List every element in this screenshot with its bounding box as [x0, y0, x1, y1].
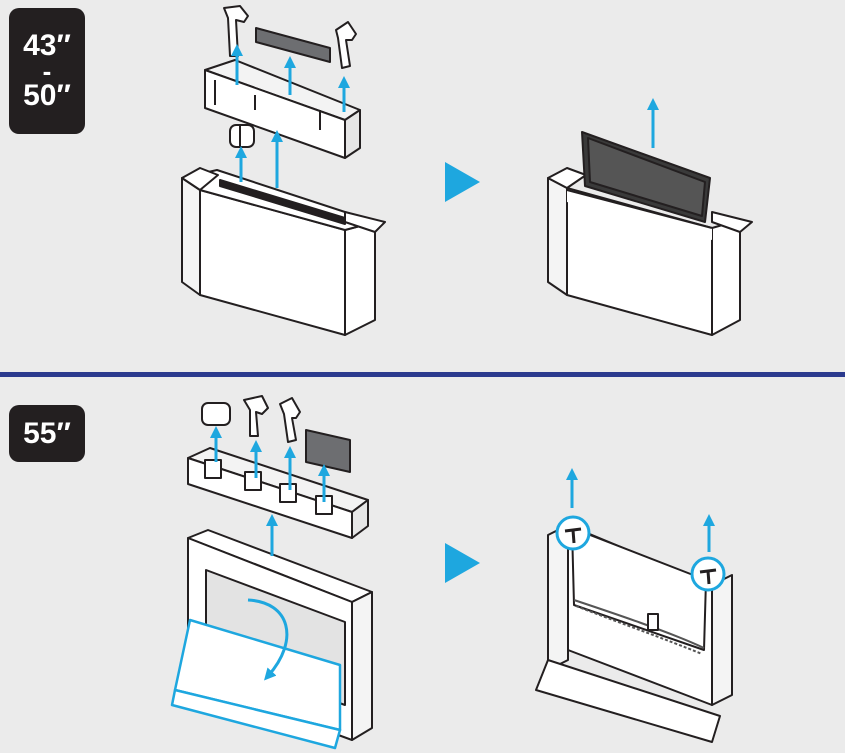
- section-divider: [0, 372, 845, 377]
- step-lift-tv-by-stands: [535, 524, 733, 743]
- stand-bar: [305, 429, 351, 473]
- lift-arrows-bottom: [210, 426, 330, 681]
- parts-row: [201, 395, 351, 473]
- stand-bar: [255, 27, 331, 63]
- step-lift-tv: [547, 131, 753, 336]
- accessory-cylinder: [229, 124, 255, 148]
- next-step-triangle-icon: [445, 543, 480, 583]
- tv-screen: [581, 131, 711, 223]
- badge-line: -: [42, 55, 52, 86]
- stand-left: [223, 5, 249, 57]
- size-badge-55: 55″: [9, 405, 85, 462]
- foam-insert: [204, 59, 361, 159]
- accessory-cylinder: [201, 402, 231, 426]
- front-flap: [170, 618, 342, 750]
- curved-arrow-icon: [247, 598, 289, 681]
- stand-right: [335, 21, 357, 69]
- next-step-triangle-icon: [445, 162, 480, 202]
- lift-arrows-top: [231, 44, 350, 188]
- step-remove-packing-open-flap: [170, 395, 373, 750]
- badge-line: 43″: [23, 28, 71, 62]
- badge-line: 55″: [23, 416, 71, 450]
- front-flap: [535, 659, 721, 743]
- tv-box-front: [566, 189, 713, 240]
- tv-back-panel: [571, 527, 707, 655]
- size-badge-43-50: 43″ - 50″: [9, 8, 85, 134]
- step-remove-packing: [181, 5, 386, 336]
- stand-glyphs: [564, 527, 717, 585]
- stand-right: [279, 397, 301, 443]
- stand-left: [243, 395, 269, 437]
- badge-line: 50″: [23, 79, 71, 113]
- tv-box: [181, 167, 386, 336]
